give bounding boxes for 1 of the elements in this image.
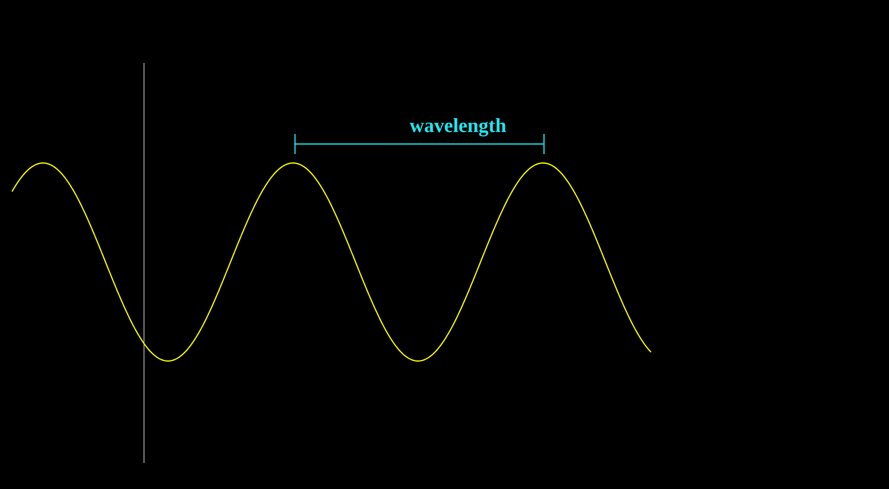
dimension-label: wavelength (410, 116, 506, 136)
